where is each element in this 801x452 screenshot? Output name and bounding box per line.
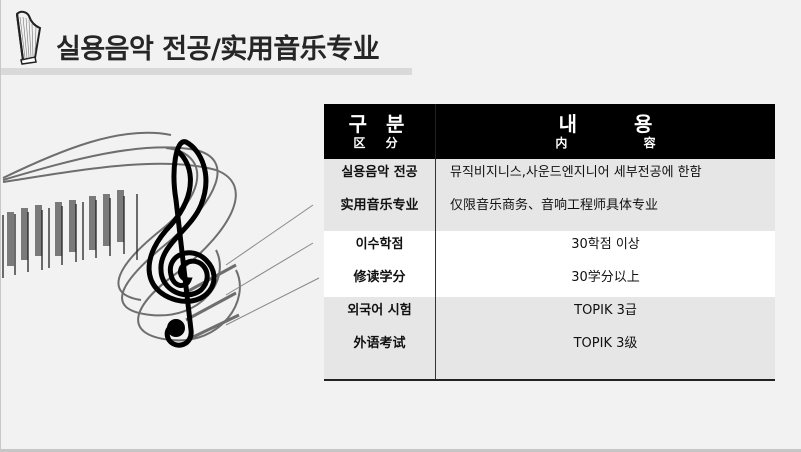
header-content-ko: 내 용 — [558, 111, 653, 136]
row-label: 실용음악 전공 实用音乐专业 — [324, 159, 436, 231]
row-value: 30학점 이상 30学分以上 — [435, 231, 775, 297]
row-value: 뮤직비지니스,사운드엔지니어 세부전공에 한함 仅限音乐商务、音响工程师具体专业 — [435, 159, 775, 231]
table-header-row: 구 분 区 分 내 용 内 容 — [324, 104, 775, 159]
header-category-ko: 구 분 — [348, 111, 411, 136]
row-value-zh: TOPIK 3级 — [573, 336, 638, 351]
table-row: 실용음악 전공 实用音乐专业 뮤직비지니스,사운드엔지니어 세부전공에 한함 仅… — [324, 159, 775, 231]
title-underline — [1, 68, 412, 75]
row-label: 외국어 시험 外语考试 — [324, 297, 436, 381]
row-value-zh: 仅限音乐商务、音响工程师具体专业 — [450, 198, 659, 213]
treble-clef-piano-icon — [2, 131, 320, 348]
row-label-ko: 외국어 시험 — [347, 303, 412, 318]
table-row: 외국어 시험 外语考试 TOPIK 3급 TOPIK 3级 — [324, 297, 775, 381]
row-value-ko: 뮤직비지니스,사운드엔지니어 세부전공에 한함 — [450, 165, 702, 180]
row-value-zh: 30学分以上 — [571, 270, 640, 285]
header-category-zh: 区 分 — [353, 135, 406, 150]
header-content-zh: 内 容 — [555, 135, 656, 150]
row-label-ko: 실용음악 전공 — [341, 165, 418, 180]
header-content: 내 용 内 容 — [435, 104, 775, 159]
harp-icon — [15, 10, 42, 65]
row-label-ko: 이수학점 — [355, 237, 404, 252]
row-label-zh: 外语考试 — [353, 336, 406, 351]
row-value-ko: TOPIK 3급 — [574, 303, 637, 318]
row-label: 이수학점 修读学分 — [324, 231, 436, 297]
row-value: TOPIK 3급 TOPIK 3级 — [435, 297, 775, 381]
row-label-zh: 实用音乐专业 — [340, 198, 419, 213]
row-label-zh: 修读学分 — [353, 270, 406, 285]
header-category: 구 분 区 分 — [324, 104, 436, 159]
info-table: 구 분 区 分 내 용 内 容 실용음악 전공 实用音乐专业 뮤직비지니스,사운… — [324, 104, 775, 381]
table-row: 이수학점 修读学分 30학점 이상 30学分以上 — [324, 231, 775, 297]
row-value-ko: 30학점 이상 — [571, 237, 640, 252]
page-title: 실용음악 전공/实用音乐专业 — [56, 34, 380, 65]
